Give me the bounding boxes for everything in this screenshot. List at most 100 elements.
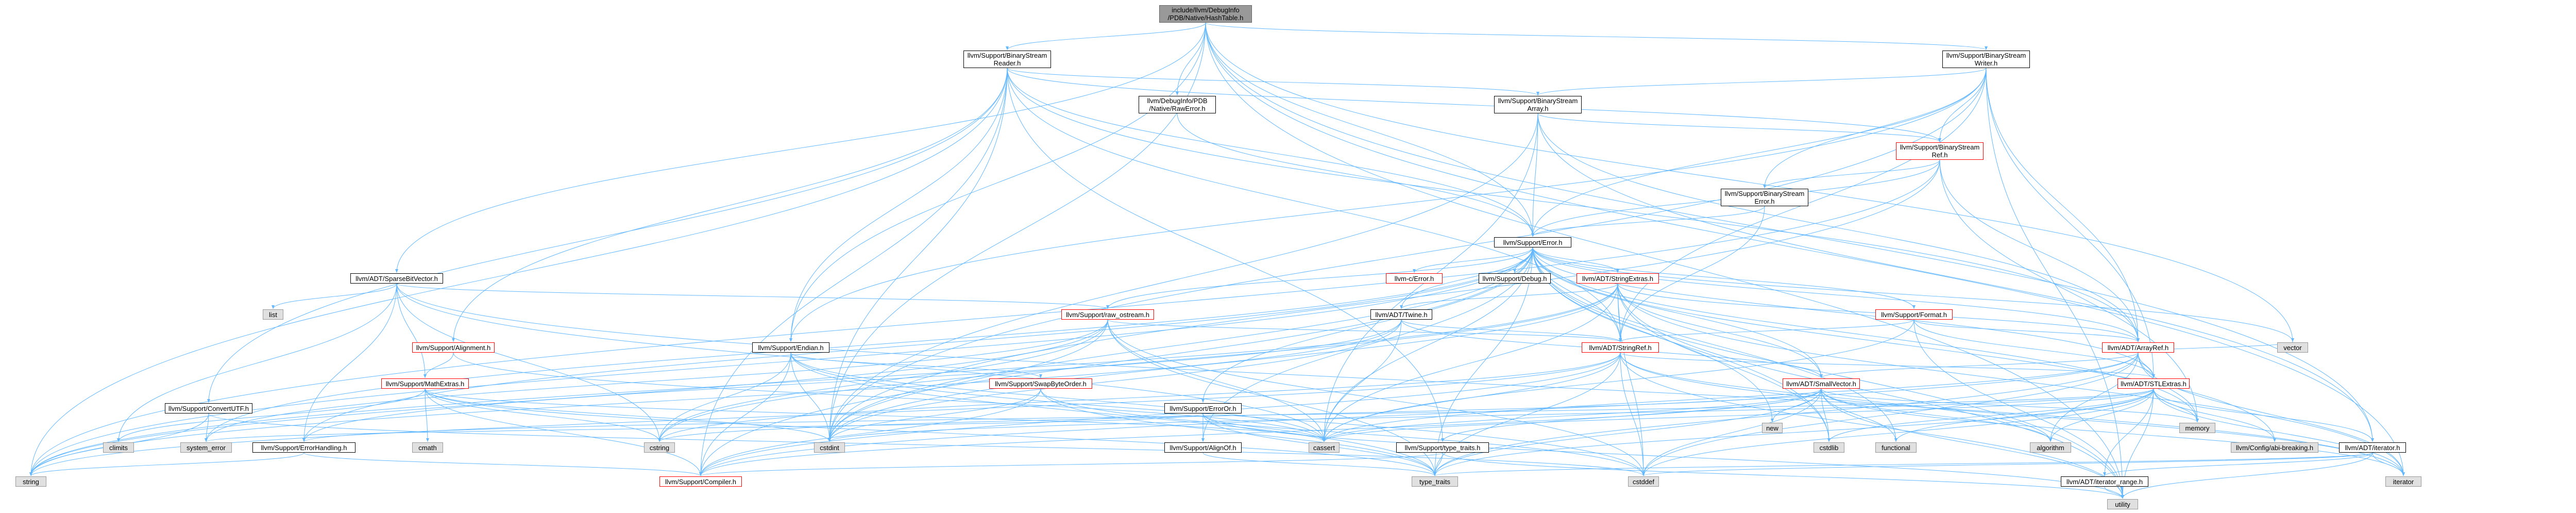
node-std-algorithm: algorithm [2030, 442, 2071, 453]
edge-sparse-to-mathext [396, 283, 427, 378]
edge-mathext-to-cstring [425, 388, 661, 442]
node-alignof[interactable]: llvm/Support/AlignOf.h [1164, 442, 1242, 453]
edge-smallvec-to-cstddef [1642, 388, 1822, 476]
node-abi-breaking: llvm/Config/abi-breaking.h [2231, 442, 2318, 453]
edge-rawerr-to-error [1177, 113, 1534, 237]
node-adt-iterator[interactable]: llvm/ADT/iterator.h [2339, 442, 2406, 453]
edge-errhand-to-compiler [303, 452, 702, 476]
node-std-cstddef: cstddef [1628, 476, 1659, 487]
node-stringextras[interactable]: llvm/ADT/StringExtras.h [1577, 273, 1659, 284]
edge-root-to-iteratorstd [1205, 22, 2405, 476]
edge-strref-to-compiler [699, 352, 1621, 476]
node-binarystream-error[interactable]: llvm/Support/BinaryStream Error.h [1721, 189, 1808, 206]
edge-stlext-to-iterrange [2103, 388, 2154, 476]
edge-stlext-to-iterator [2153, 388, 2374, 442]
edge-endian-to-compiler [699, 352, 791, 476]
edge-bsarr-to-arrref [1537, 113, 2140, 342]
edge-error-to-cerror [1413, 247, 1533, 273]
node-arrayref[interactable]: llvm/ADT/ArrayRef.h [2102, 342, 2174, 353]
edge-align-to-mathext [423, 352, 454, 378]
edge-bsr-to-cstdint [828, 68, 1008, 442]
edge-format-to-strref [1619, 319, 1914, 342]
node-std-iterator: iterator [2385, 476, 2421, 487]
node-raw-ostream[interactable]: llvm/Support/raw_ostream.h [1061, 309, 1154, 320]
node-support-format[interactable]: llvm/Support/Format.h [1875, 309, 1953, 320]
edge-twine-to-strref [1401, 319, 1622, 342]
node-binarystream-writer[interactable]: llvm/Support/BinaryStream Writer.h [1942, 51, 2030, 68]
edge-bsw-to-bsarr [1536, 68, 1987, 96]
edge-align-to-cassert [453, 352, 1326, 442]
node-convertutf[interactable]: llvm/Support/ConvertUTF.h [165, 403, 252, 413]
edge-sparse-to-list [272, 283, 397, 309]
node-binarystream-ref[interactable]: llvm/Support/BinaryStream Ref.h [1896, 142, 1984, 160]
node-std-cstdint: cstdint [814, 442, 845, 453]
edge-bsw-to-utility [1986, 68, 2124, 499]
edge-bsr-to-align [452, 68, 1008, 342]
edge-error-to-stlext [1532, 247, 2155, 378]
edge-error-to-arrref [1532, 247, 2140, 342]
node-mathextras[interactable]: llvm/Support/MathExtras.h [381, 378, 469, 389]
edge-error-to-strext [1532, 247, 1619, 273]
node-stlextras[interactable]: llvm/ADT/STLExtras.h [2117, 378, 2190, 389]
node-root-hashtable[interactable]: include/llvm/DebugInfo /PDB/Native/HashT… [1159, 5, 1252, 23]
edge-error-to-syserr [205, 247, 1533, 442]
node-std-system-error: system_error [180, 442, 232, 453]
edge-convutf-to-cstddef [208, 413, 1645, 476]
edge-endian-to-cassert [790, 352, 1326, 442]
edge-strext-to-string [29, 283, 1618, 476]
node-std-string: string [15, 476, 46, 487]
edge-strref-to-cstring [658, 352, 1621, 442]
node-std-climits: climits [103, 442, 134, 453]
edge-error-to-ostream [1106, 247, 1533, 309]
node-iterator-range[interactable]: llvm/ADT/iterator_range.h [2061, 476, 2148, 487]
edge-error-to-utility [1532, 247, 2124, 499]
node-std-type-traits: type_traits [1412, 476, 1458, 487]
node-support-error[interactable]: llvm/Support/Error.h [1494, 237, 1571, 247]
edge-bsr-to-bsarr [1007, 68, 1539, 96]
node-erroror[interactable]: llvm/Support/ErrorOr.h [1164, 403, 1242, 413]
node-support-debug[interactable]: llvm/Support/Debug.h [1479, 273, 1551, 284]
edge-arrref-to-algorithm [2049, 352, 2139, 442]
edge-strref-to-typetraits [1433, 352, 1621, 476]
node-stringref[interactable]: llvm/ADT/StringRef.h [1582, 342, 1659, 353]
edge-bsarr-to-bsref [1537, 113, 1941, 142]
node-rawerror[interactable]: llvm/DebugInfo/PDB /Native/RawError.h [1139, 96, 1216, 113]
node-support-alignment[interactable]: llvm/Support/Alignment.h [412, 342, 495, 353]
edge-error-to-string [29, 247, 1533, 476]
edge-arrref-to-iteratorstd [2138, 352, 2405, 476]
node-smallvector[interactable]: llvm/ADT/SmallVector.h [1783, 378, 1860, 389]
edge-mathext-to-compiler [425, 388, 702, 476]
node-std-cassert: cassert [1309, 442, 1340, 453]
node-std-cstdlib: cstdlib [1814, 442, 1844, 453]
edge-sparse-to-iteratorstd [396, 283, 2405, 476]
edge-stlext-to-iteratorstd [2153, 388, 2405, 476]
node-binarystream-reader[interactable]: llvm/Support/BinaryStream Reader.h [963, 51, 1051, 68]
edge-smallvec-to-cstdlib [1821, 388, 1831, 442]
node-swapbyteorder[interactable]: llvm/Support/SwapByteOrder.h [989, 378, 1092, 389]
node-support-endian[interactable]: llvm/Support/Endian.h [752, 342, 829, 353]
edge-bsref-to-cstdint [828, 159, 1940, 442]
node-std-list: list [263, 309, 283, 320]
edge-root-to-sparse [395, 22, 1206, 273]
node-twine[interactable]: llvm/ADT/Twine.h [1370, 309, 1432, 320]
edge-iterator-to-iterrange [2103, 452, 2373, 476]
node-sparsebitvector[interactable]: llvm/ADT/SparseBitVector.h [350, 273, 443, 284]
node-std-memory: memory [2179, 423, 2215, 433]
edge-strref-to-stlext [1620, 352, 2155, 378]
edge-error-to-smallvec [1532, 247, 1823, 378]
edge-bsr-to-string [29, 68, 1008, 476]
node-support-compiler[interactable]: llvm/Support/Compiler.h [659, 476, 742, 487]
edge-endian-to-swap [790, 352, 1042, 378]
node-llvm-c-error[interactable]: llvm-c/Error.h [1386, 273, 1443, 284]
edge-error-to-cassert [1323, 247, 1533, 442]
node-binarystream-array[interactable]: llvm/Support/BinaryStream Array.h [1494, 96, 1582, 113]
edge-format-to-arrref [1913, 319, 2140, 342]
node-errorhandling[interactable]: llvm/Support/ErrorHandling.h [252, 442, 355, 453]
edge-twine-to-cassert [1323, 319, 1402, 442]
node-support-type-traits[interactable]: llvm/Support/type_traits.h [1396, 442, 1489, 453]
edge-error-to-errhand [302, 247, 1533, 442]
edge-strref-to-iteratorstd [1620, 352, 2405, 476]
edge-stlext-to-cstdint [828, 388, 2154, 442]
edge-iterrange-to-utility [2104, 486, 2124, 499]
